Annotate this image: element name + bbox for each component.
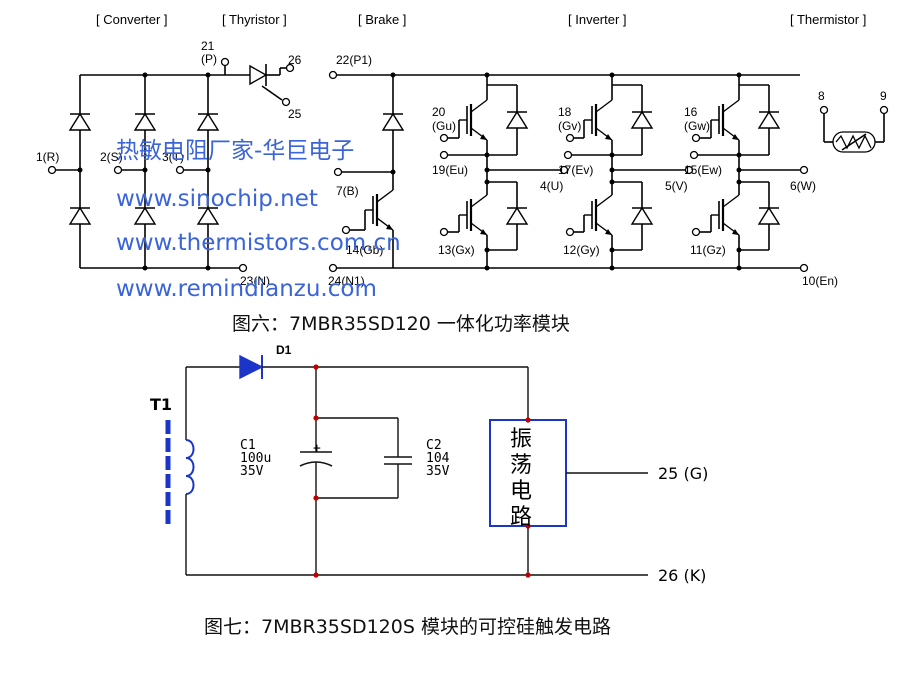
c2-voltage: 35V <box>426 464 450 479</box>
section-converter: [ Converter ] <box>96 12 168 27</box>
trigger-circuit <box>165 354 648 578</box>
pin-ev: 17(Ev) <box>558 163 593 177</box>
pin-n23: 23(N) <box>240 274 270 288</box>
pin-th9: 9 <box>880 89 887 103</box>
c1-name: C1 <box>240 438 256 453</box>
output-g: 25 (G) <box>658 464 708 483</box>
label-t1: T1 <box>150 395 172 414</box>
pin-u: 4(U) <box>540 179 563 193</box>
pin-22: 22(P1) <box>336 53 372 67</box>
converter-bridge <box>47 72 240 271</box>
section-thyristor: [ Thyristor ] <box>222 12 287 27</box>
caption-figure-6: 图六：7MBR35SD120 一体化功率模块 <box>232 313 570 335</box>
pin-t: 3(T) <box>162 150 184 164</box>
pin-gv: (Gv) <box>558 119 581 133</box>
oscillator-char-2: 荡 <box>510 453 532 478</box>
output-k: 26 (K) <box>658 566 706 585</box>
thyristor <box>220 57 295 107</box>
label-d1: D1 <box>276 343 292 357</box>
pin-b: 7(B) <box>336 184 359 198</box>
pin-n24: 24(N1) <box>328 274 365 288</box>
watermark-line4: www.remindianzu.com <box>116 276 377 302</box>
pin-gw: (Gw) <box>684 119 710 133</box>
section-inverter: [ Inverter ] <box>568 12 627 27</box>
watermark-line3: www.thermistors.com.cn <box>116 230 401 256</box>
pin-ew: 15(Ew) <box>684 163 722 177</box>
pin-gx: 13(Gx) <box>438 243 475 257</box>
pin-th8: 8 <box>818 89 825 103</box>
watermark-line2: www.sinochip.net <box>116 186 318 212</box>
watermark-line1: 热敏电阻厂家-华巨电子 <box>116 138 354 164</box>
oscillator-char-1: 振 <box>510 427 532 452</box>
inverter <box>439 72 809 271</box>
c1-value: 100u <box>240 451 271 466</box>
caption-figure-7: 图七：7MBR35SD120S 模块的可控硅触发电路 <box>204 616 611 638</box>
pin-w: 6(W) <box>790 179 816 193</box>
pin-eu: 19(Eu) <box>432 163 468 177</box>
c1-plus: + <box>313 441 321 456</box>
brake <box>238 70 809 273</box>
pin-r: 1(R) <box>36 150 59 164</box>
pin-18: 18 <box>558 105 572 119</box>
pin-gu: (Gu) <box>432 119 456 133</box>
section-brake: [ Brake ] <box>358 12 406 27</box>
oscillator-char-4: 路 <box>510 505 532 530</box>
thermistor <box>819 105 889 153</box>
pin-21: 21 <box>201 39 215 53</box>
pin-en: 10(En) <box>802 274 838 288</box>
section-thermistor: [ Thermistor ] <box>790 12 866 27</box>
pin-s: 2(S) <box>100 150 123 164</box>
pin-25: 25 <box>288 107 302 121</box>
oscillator-char-3: 电 <box>510 479 532 504</box>
c2-name: C2 <box>426 438 442 453</box>
pin-21-name: (P) <box>201 52 217 66</box>
pin-gz: 11(Gz) <box>690 243 726 257</box>
pin-v: 5(V) <box>665 179 688 193</box>
pin-26: 26 <box>288 53 302 67</box>
pin-20: 20 <box>432 105 446 119</box>
c1-voltage: 35V <box>240 464 264 479</box>
pin-gy: 12(Gy) <box>563 243 600 257</box>
c2-value: 104 <box>426 451 450 466</box>
pin-16: 16 <box>684 105 698 119</box>
pin-gb: 14(Gb) <box>346 243 383 257</box>
